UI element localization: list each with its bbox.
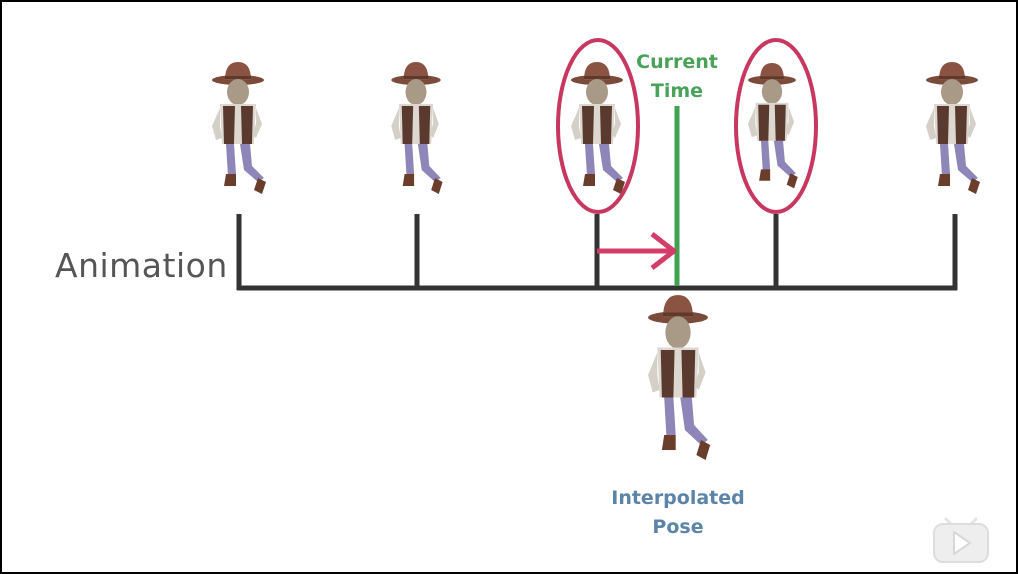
keyframe-highlight-right bbox=[734, 38, 818, 214]
interpolated-pose-figure bbox=[648, 295, 711, 460]
play-icon bbox=[933, 517, 989, 563]
current-time-label: Current Time bbox=[636, 51, 718, 102]
keyframe-pose-1 bbox=[212, 62, 266, 194]
keyframe-pose-4 bbox=[748, 63, 798, 189]
keyframe-highlight-left bbox=[556, 38, 640, 214]
time-progress-arrow bbox=[597, 232, 677, 270]
keyframe-pose-3 bbox=[571, 62, 625, 194]
interpolated-pose-label: Interpolated Pose bbox=[611, 487, 745, 538]
play-button[interactable] bbox=[932, 516, 990, 564]
animation-label: Animation bbox=[55, 246, 228, 285]
keyframe-pose-5 bbox=[926, 62, 980, 194]
keyframe-pose-2 bbox=[391, 62, 443, 194]
